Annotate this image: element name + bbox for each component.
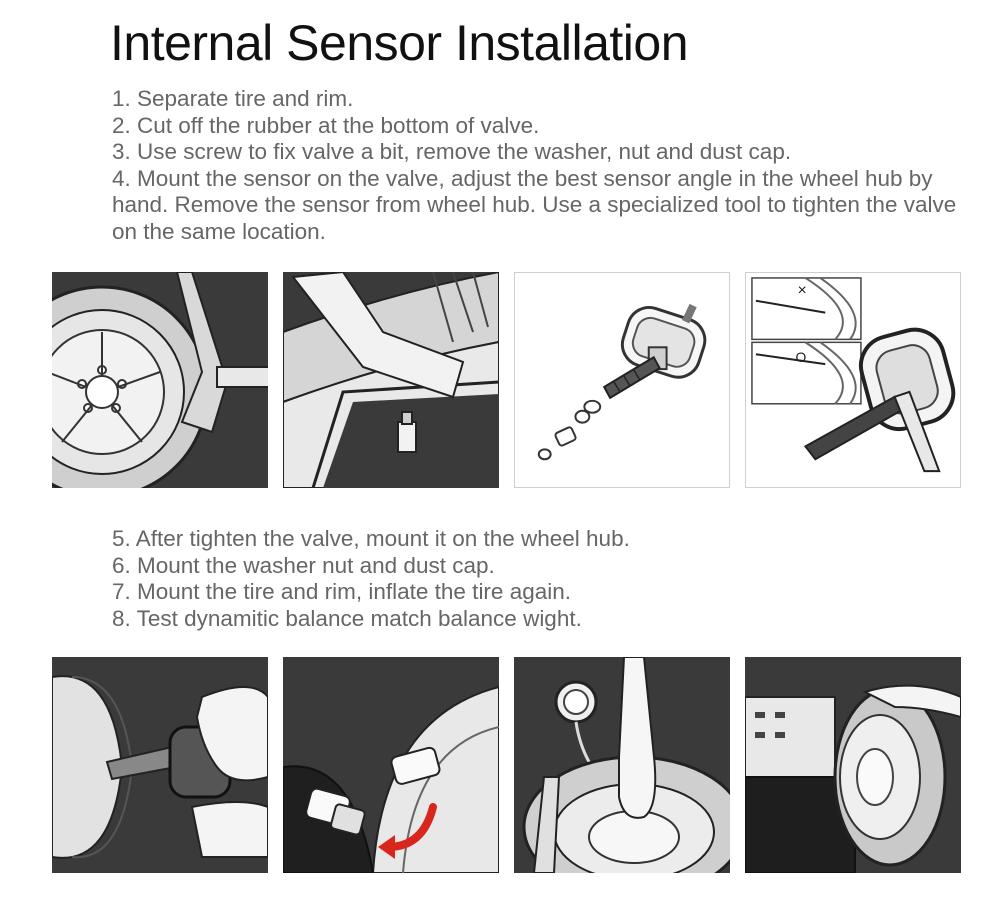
panel-mount-on-hub: [52, 657, 268, 873]
page-title: Internal Sensor Installation: [110, 15, 689, 71]
right-mark: O: [796, 349, 807, 365]
instruction-steps-top: 1. Separate tire and rim. 2. Cut off the…: [112, 86, 982, 245]
sensor-angle-illustration: × O: [751, 277, 956, 473]
step-1: 1. Separate tire and rim.: [112, 86, 354, 111]
balance-machine-illustration: [745, 657, 961, 873]
step-3: 3. Use screw to fix valve a bit, remove …: [112, 139, 792, 164]
sensor-parts-exploded-illustration: [537, 303, 707, 461]
mount-sensor-illustration: [52, 657, 268, 873]
panel-balance-test: [745, 657, 961, 873]
tire-separation-illustration: [52, 272, 268, 488]
panel-mount-nut-cap: [283, 657, 499, 873]
nut-cap-illustration: [283, 657, 499, 873]
panel-sensor-angle: × O: [745, 272, 961, 488]
inflate-tire-illustration: [514, 657, 730, 873]
step-6: 6. Mount the washer nut and dust cap.: [112, 552, 495, 578]
panel-inflate-tire: [514, 657, 730, 873]
panel-separate-tire: [52, 272, 268, 488]
step-5: 5. After tighten the valve, mount it on …: [112, 526, 630, 551]
step-7: 7. Mount the tire and rim, inflate the t…: [112, 579, 571, 604]
step-4: 4. Mount the sensor on the valve, adjust…: [112, 165, 957, 244]
instruction-steps-bottom: 5. After tighten the valve, mount it on …: [112, 526, 982, 632]
valve-cut-illustration: [283, 272, 499, 488]
step-8: 8. Test dynamitic balance match balance …: [112, 605, 582, 631]
panel-sensor-parts: [514, 272, 730, 488]
panel-cut-rubber: [283, 272, 499, 488]
step-2: 2. Cut off the rubber at the bottom of v…: [112, 112, 540, 138]
wrong-mark: ×: [798, 282, 807, 299]
